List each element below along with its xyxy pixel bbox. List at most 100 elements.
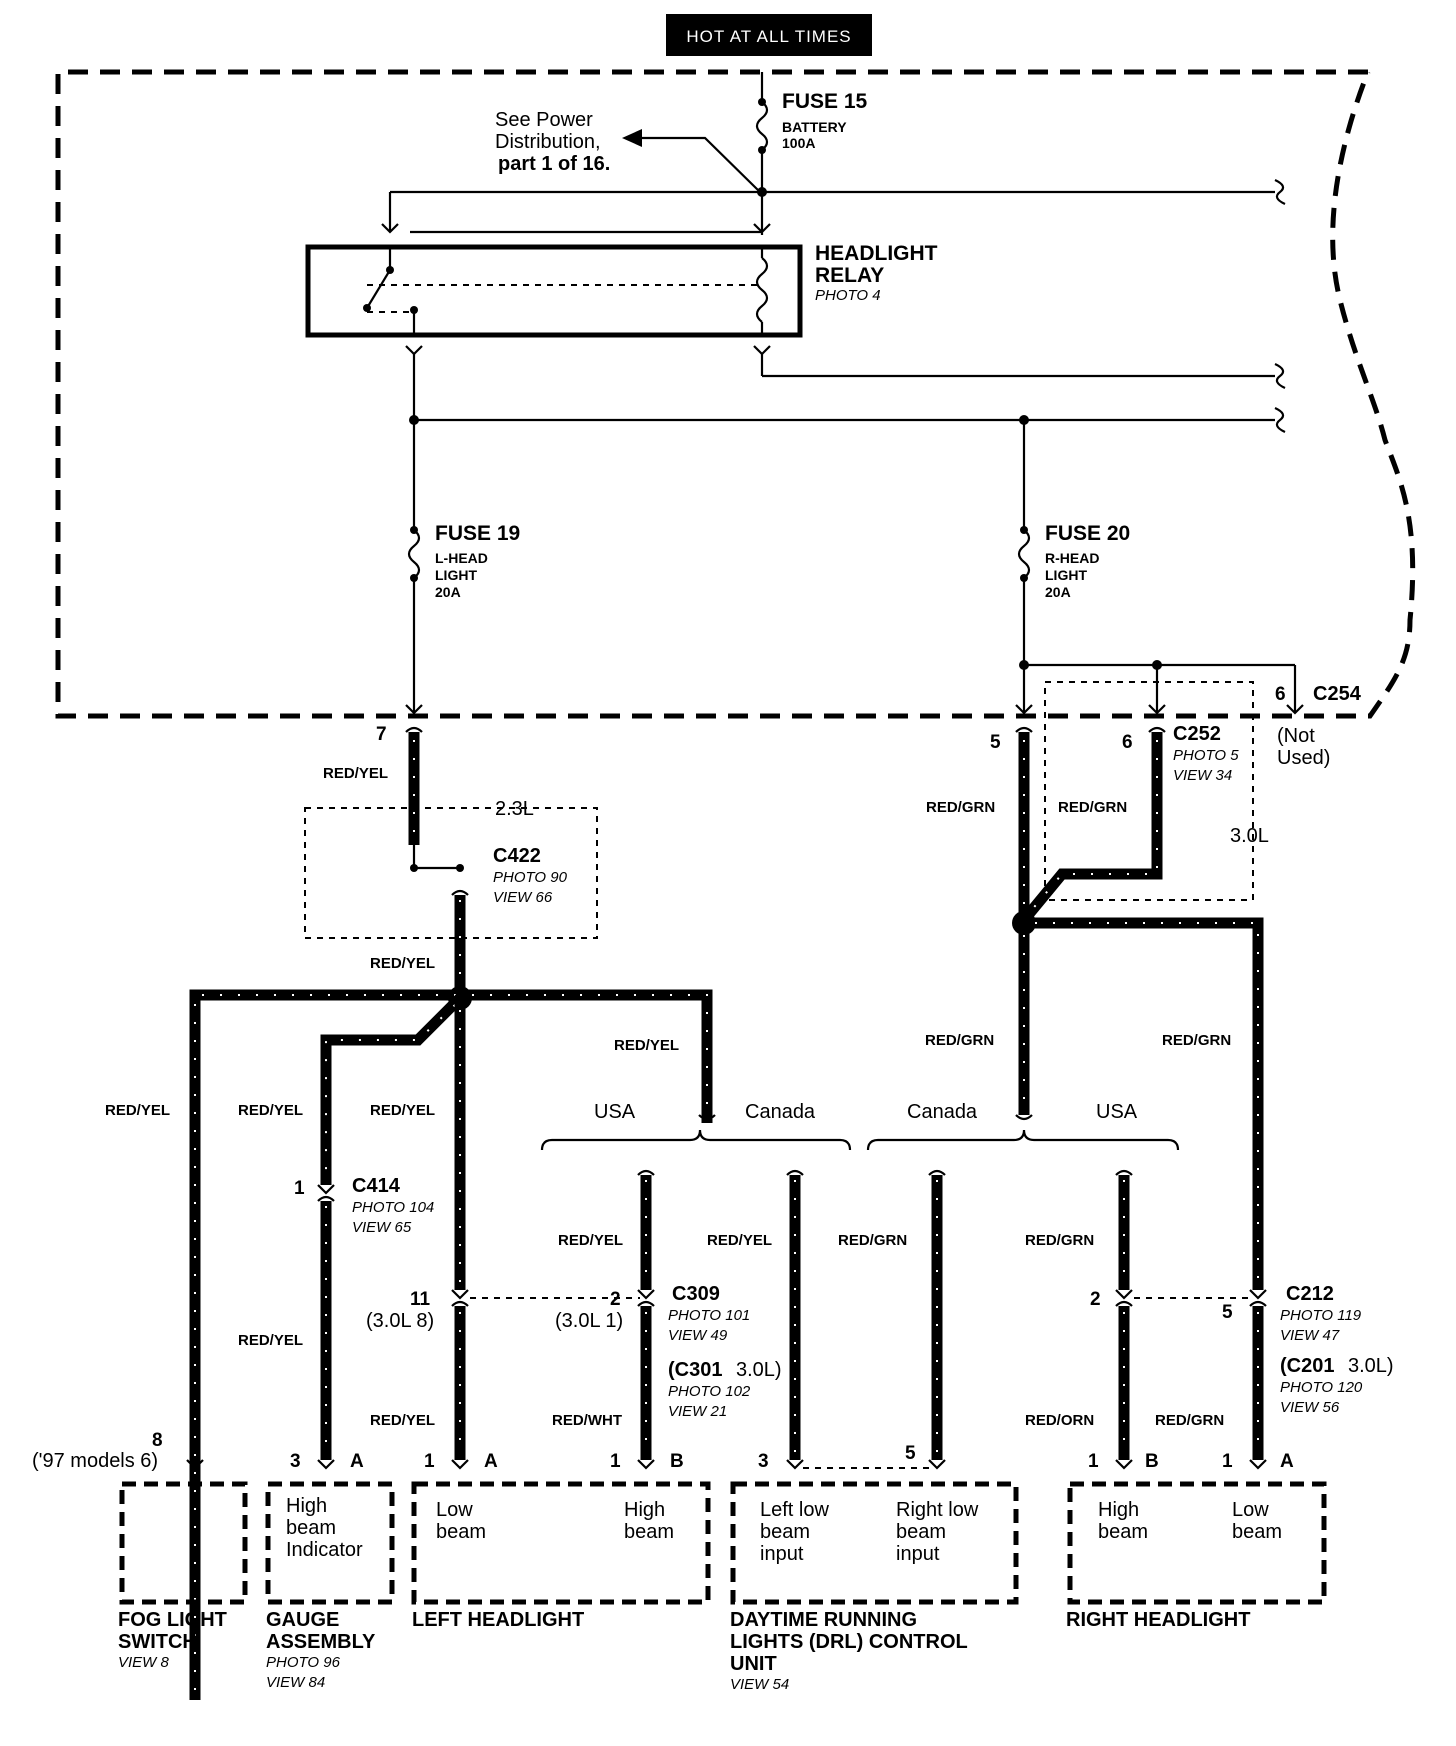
c252-photo: PHOTO 5 (1173, 747, 1239, 764)
wc-c252-pin6: RED/GRN (1058, 799, 1127, 816)
fuse19-term (405, 704, 423, 715)
wc-left-high: RED/YEL (558, 1232, 623, 1249)
c212-pin5-term (1249, 1289, 1267, 1300)
fuse15-element (755, 101, 769, 151)
relay-term-a (381, 223, 399, 234)
right-usa-recep (1115, 1169, 1133, 1176)
c309-name: C309 (672, 1283, 720, 1305)
c309-pin2-term (637, 1289, 655, 1300)
c301-name-a: (C301 (668, 1359, 722, 1381)
right-high-pin: 1 (1088, 1451, 1099, 1472)
drl-left-pin-term (786, 1459, 804, 1470)
fuse20-name: FUSE 20 (1045, 522, 1130, 545)
right-low-pin: 1 (1222, 1451, 1233, 1472)
wc-right-high: RED/GRN (1025, 1232, 1094, 1249)
c252-pin6: 6 (1122, 732, 1133, 753)
c309-pin2-alt: (3.0L 1) (555, 1310, 623, 1332)
wc-left-low: RED/YEL (370, 1102, 435, 1119)
drl-left-text3: input (760, 1543, 804, 1565)
c252-pin5: 5 (990, 732, 1001, 753)
power-ref-arrow-line (640, 136, 761, 193)
wc-left-canada: RED/YEL (614, 1037, 679, 1054)
c309-photo: PHOTO 101 (668, 1307, 750, 1324)
pin7-recep (405, 726, 423, 733)
c254-name: C254 (1313, 683, 1362, 705)
wc-left-low-lower: RED/YEL (370, 1412, 435, 1429)
relay-name2: RELAY (815, 264, 884, 287)
c212-pin2-term (1115, 1289, 1133, 1300)
c309-pin2: 2 (610, 1289, 621, 1310)
left-option-brace (540, 1129, 852, 1151)
left-high-letter: B (670, 1451, 684, 1472)
hot-at-all-times-box (666, 14, 872, 56)
c212-view: VIEW 47 (1280, 1327, 1340, 1344)
power-ref-line2: Distribution, (495, 131, 601, 153)
relay-pivot (363, 304, 371, 312)
wire-c252-pin6-stripe (1029, 740, 1158, 913)
drl-view: VIEW 54 (730, 1676, 789, 1693)
c301-name-b: 3.0L) (736, 1359, 782, 1381)
right-headlight-name: RIGHT HEADLIGHT (1066, 1609, 1250, 1631)
wc-left-high-lower: RED/WHT (552, 1412, 622, 1429)
c414-recep (317, 1195, 335, 1202)
fog-pin-term (186, 1459, 204, 1470)
gauge-pin: 3 (290, 1451, 301, 1472)
gauge-text3: Indicator (286, 1539, 363, 1561)
c201-name-b: 3.0L) (1348, 1355, 1394, 1377)
fog-name1: FOG LIGHT (118, 1609, 227, 1631)
c201-photo: PHOTO 120 (1280, 1379, 1363, 1396)
c201-view: VIEW 56 (1280, 1399, 1340, 1416)
right-headlight-box (1067, 1481, 1327, 1605)
right-high-text2: beam (1098, 1521, 1148, 1543)
left-headlight-name: LEFT HEADLIGHT (412, 1609, 584, 1631)
fuse20-line2: LIGHT (1045, 567, 1087, 583)
c309-pin11: 11 (410, 1289, 431, 1310)
right-high-pin-term (1115, 1459, 1133, 1470)
drl-right-text2: beam (896, 1521, 946, 1543)
drl-left-pin: 3 (758, 1451, 769, 1472)
fog-pin: 8 (152, 1430, 163, 1451)
left-high-text1: High (624, 1499, 665, 1521)
power-ref-arrow-head (622, 129, 642, 147)
left-usa-recep (637, 1169, 655, 1176)
right-canada: Canada (907, 1101, 978, 1123)
right-low-text1: Low (1232, 1499, 1269, 1521)
c301-photo: PHOTO 102 (668, 1383, 751, 1400)
c254-pin6-term (1286, 704, 1304, 715)
right-canada-recep (928, 1169, 946, 1176)
c252-pin6-recep (1148, 726, 1166, 733)
fuse19-element (407, 529, 421, 579)
left-high-text2: beam (624, 1521, 674, 1543)
gauge-pin-letter: A (350, 1451, 364, 1472)
fuse15-name: FUSE 15 (782, 90, 868, 113)
wc-pin7-c422: RED/YEL (323, 765, 388, 782)
c212-pin5-recep (1249, 1300, 1267, 1307)
left-low-text2: beam (436, 1521, 486, 1543)
wc-drl-right: RED/GRN (838, 1232, 907, 1249)
fog-view: VIEW 8 (118, 1654, 170, 1671)
left-low-pin-term (451, 1459, 469, 1470)
left-headlight-box (411, 1481, 711, 1605)
drl-right-text3: input (896, 1543, 940, 1565)
right-low-letter: A (1280, 1451, 1294, 1472)
c201-name-a: (C201 (1280, 1355, 1334, 1377)
left-canada-recep (786, 1169, 804, 1176)
headlight-relay-box (305, 244, 803, 338)
wc-drl-left: RED/YEL (707, 1232, 772, 1249)
drl-left-text1: Left low (760, 1499, 829, 1521)
wire-c252-pin6 (1019, 732, 1163, 924)
c414-name: C414 (352, 1175, 401, 1197)
c252-pin6-term (1148, 704, 1166, 715)
wc-c252-pin5: RED/GRN (926, 799, 995, 816)
relay-term-c (405, 345, 423, 356)
left-low-pin: 1 (424, 1451, 435, 1472)
wc-right-low: RED/GRN (1162, 1032, 1231, 1049)
c301-view: VIEW 21 (668, 1403, 727, 1420)
gauge-pin-term (317, 1459, 335, 1470)
c422-recep (451, 889, 469, 896)
power-ref-line1: See Power (495, 109, 593, 131)
wc-fog: RED/YEL (105, 1102, 170, 1119)
c212-pin5: 5 (1222, 1302, 1233, 1323)
fuse20-element (1017, 529, 1031, 579)
